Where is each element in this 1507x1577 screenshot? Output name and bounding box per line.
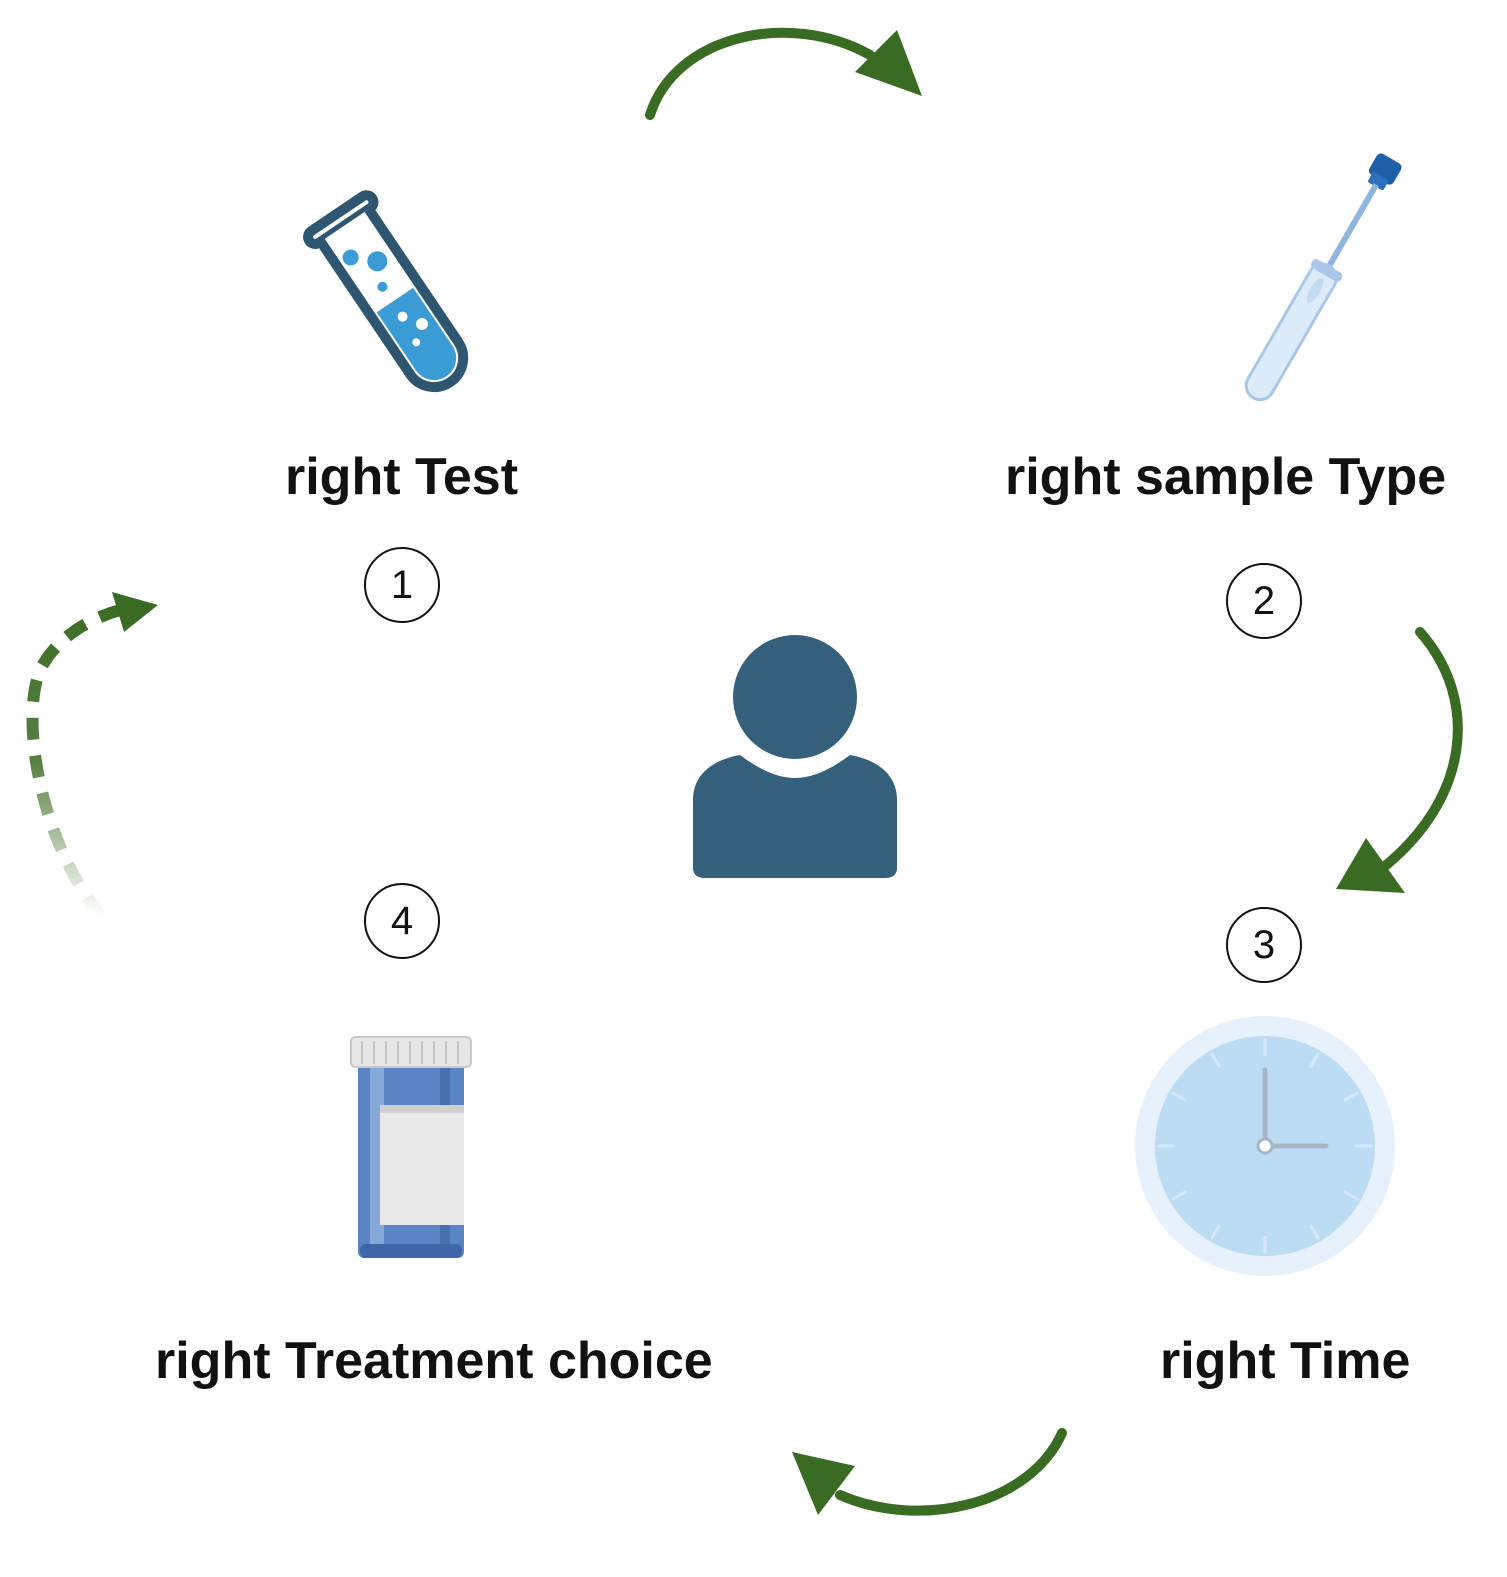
swab-tube-icon xyxy=(1244,153,1402,402)
step-2-label: right sample Type xyxy=(1005,448,1447,506)
step-3-number-badge: 3 xyxy=(1226,907,1302,983)
clock-icon xyxy=(1135,1016,1395,1276)
pill-bottle-icon xyxy=(350,1036,472,1258)
arrow-time-to-treatment xyxy=(792,1428,1067,1516)
step-1-label: right Test xyxy=(285,448,519,506)
step-4-number-badge: 4 xyxy=(364,883,440,959)
person-icon xyxy=(693,635,897,878)
arrow-treatment-to-test-dashed xyxy=(26,592,158,919)
step-4-label: right Treatment choice xyxy=(155,1332,713,1390)
test-tube-icon xyxy=(303,190,469,392)
arrow-test-to-sample xyxy=(645,27,922,120)
step-2-number-badge: 2 xyxy=(1226,563,1302,639)
step-1-number-badge: 1 xyxy=(364,547,440,623)
arrow-sample-to-time xyxy=(1336,627,1463,893)
step-3-label: right Time xyxy=(1160,1332,1411,1390)
